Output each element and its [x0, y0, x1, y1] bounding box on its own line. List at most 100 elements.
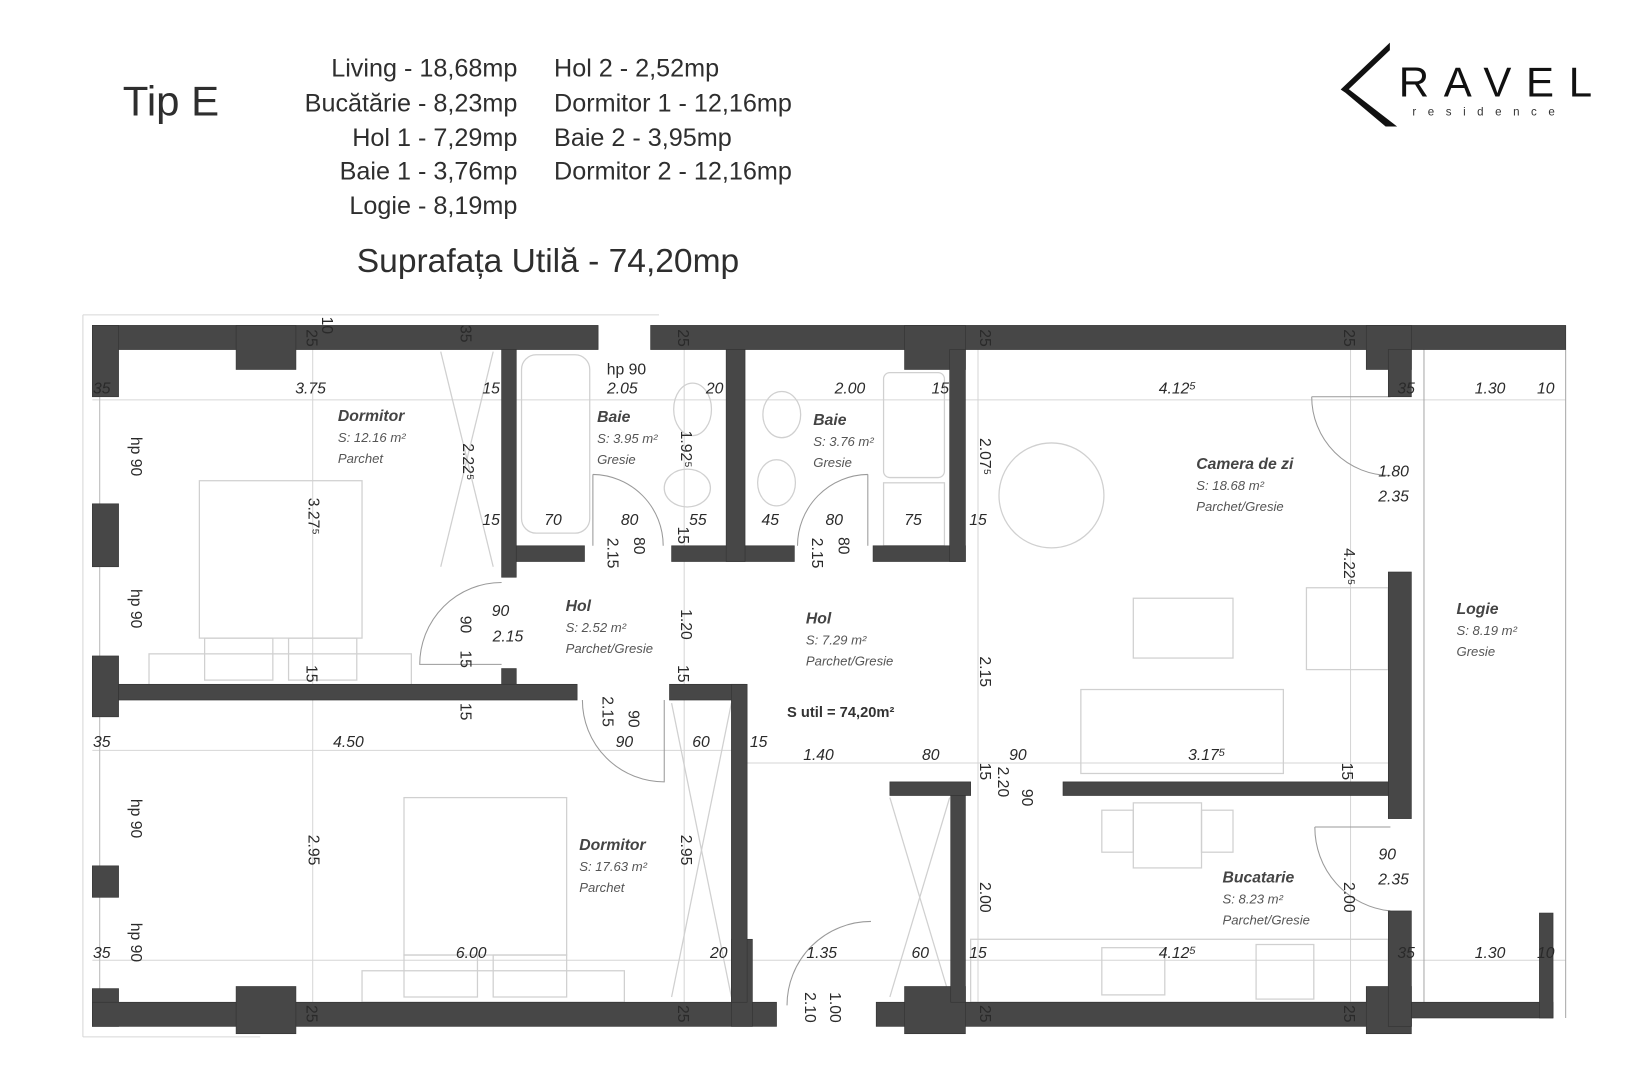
- area-item: Logie - 8,19mp: [349, 192, 517, 220]
- door-swing: [581, 700, 665, 783]
- room-area: S: 12.16 m²: [338, 430, 406, 445]
- area-item: Hol 2 - 2,52mp: [554, 55, 719, 83]
- dimension-label: 2.15: [976, 656, 993, 687]
- logo-tagline: residence: [1412, 107, 1566, 119]
- total-area-title: Suprafața Utilă - 74,20mp: [357, 243, 739, 280]
- area-item: Dormitor 1 - 12,16mp: [554, 89, 792, 117]
- room-name: Hol: [566, 598, 592, 615]
- dimension-label: 90: [457, 616, 474, 634]
- dimension-label: 1.40: [803, 747, 834, 764]
- dimension-label: 2.15: [604, 538, 621, 569]
- dimension-label: 80: [621, 512, 639, 529]
- furniture: [148, 351, 1389, 1003]
- room-name: Dormitor: [338, 408, 405, 425]
- room-name: Camera de zi: [1196, 456, 1294, 473]
- door-swing: [419, 581, 502, 665]
- room-area: S: 3.95 m²: [597, 431, 658, 446]
- room-floor: Parchet/Gresie: [566, 641, 653, 656]
- dimension-label: 10: [1537, 381, 1555, 398]
- dimension-label: 2.00: [834, 381, 866, 398]
- dimension-label: 25: [302, 1005, 319, 1023]
- room-floor: Gresie: [597, 452, 636, 467]
- room-name: Hol: [806, 610, 832, 627]
- dimension-label: 3.27⁵: [305, 498, 322, 535]
- dimension-label: 15: [302, 665, 319, 683]
- room-floor: Parchet: [338, 451, 385, 466]
- dimension-label: 2.00: [1340, 882, 1357, 913]
- dimension-label: 2.95: [305, 835, 322, 866]
- dimension-label: 15: [750, 734, 768, 751]
- area-item: Hol 1 - 7,29mp: [352, 124, 517, 152]
- dimension-label: 15: [976, 763, 993, 781]
- dimension-label: 35: [93, 734, 111, 751]
- room-floor: Parchet/Gresie: [806, 653, 893, 668]
- room-floor: Parchet: [579, 880, 626, 895]
- stove: [1255, 943, 1315, 1000]
- dimension-label: 35: [1397, 945, 1415, 962]
- dimension-label: 70: [544, 512, 562, 529]
- dimension-label: 2.10: [801, 992, 818, 1023]
- dimension-label: hp 90: [607, 362, 647, 379]
- dimension-label: 80: [825, 512, 843, 529]
- room-name: Logie: [1457, 601, 1499, 618]
- dimension-label: 2.22⁵: [459, 443, 476, 480]
- dimension-label: 90: [1018, 789, 1035, 807]
- room-name: Baie: [813, 412, 846, 429]
- dimension-label: 10: [318, 317, 335, 335]
- dimension-label: hp 90: [127, 923, 144, 963]
- dimension-label: hp 90: [127, 589, 144, 629]
- dimension-label: 2.15: [808, 538, 825, 569]
- room-name: Bucatarie: [1223, 870, 1295, 887]
- dimension-label: 25: [976, 329, 993, 347]
- dimension-label: 1.80: [1378, 464, 1409, 481]
- dimension-label: 15: [969, 512, 987, 529]
- dimension-label: 1.00: [826, 992, 843, 1023]
- total-usable-area-label: S util = 74,20m²: [787, 705, 894, 721]
- room-label: Dormitor S: 12.16 m² Parchet: [338, 408, 406, 466]
- area-item: Baie 1 - 3,76mp: [340, 158, 518, 186]
- dimension-label: 4.12⁵: [1159, 381, 1197, 398]
- doors: [419, 396, 1391, 1006]
- room-area: S: 8.23 m²: [1223, 892, 1284, 907]
- area-list-right: Hol 2 - 2,52mp Dormitor 1 - 12,16mp Baie…: [554, 55, 792, 186]
- dimension-label: 1.20: [677, 609, 694, 640]
- area-item: Bucătărie - 8,23mp: [305, 89, 518, 117]
- dimension-label: 4.12⁵: [1159, 945, 1197, 962]
- dimension-label: 2.00: [976, 882, 993, 913]
- room-floor: Parchet/Gresie: [1196, 499, 1283, 514]
- apartment-type-label: Tip E: [123, 78, 219, 125]
- dimension-label: 35: [93, 945, 111, 962]
- dimension-label: 1.30: [1475, 381, 1506, 398]
- dimension-label: 15: [674, 527, 691, 545]
- dimension-label: 15: [931, 381, 949, 398]
- dimension-label: 15: [457, 650, 474, 668]
- dimension-label: 4.50: [333, 734, 364, 751]
- dimension-label: 90: [492, 603, 510, 620]
- room-labels: Dormitor S: 12.16 m² Parchet Baie S: 3.95 m²…: [338, 408, 1518, 928]
- dimension-label: 20: [705, 381, 724, 398]
- room-area: S: 8.19 m²: [1457, 623, 1518, 638]
- dimension-label: 15: [482, 381, 500, 398]
- ravel-logo: RAVEL residence: [1340, 42, 1592, 127]
- dimension-label: 1.30: [1475, 945, 1506, 962]
- dimension-label: 25: [1340, 1005, 1357, 1023]
- dimension-label: 1.92⁵: [677, 431, 694, 468]
- door-swing: [592, 473, 664, 546]
- sink: [757, 459, 797, 507]
- dimension-label: 80: [630, 537, 647, 555]
- dimension-label: 80: [922, 747, 940, 764]
- area-item: Baie 2 - 3,95mp: [554, 124, 732, 152]
- dimension-label: 75: [904, 512, 922, 529]
- dimension-label: 35: [93, 381, 111, 398]
- dimension-label: 25: [674, 1005, 691, 1023]
- dimension-label: 90: [1378, 847, 1396, 864]
- room-area: S: 17.63 m²: [579, 859, 647, 874]
- bed: [198, 480, 363, 639]
